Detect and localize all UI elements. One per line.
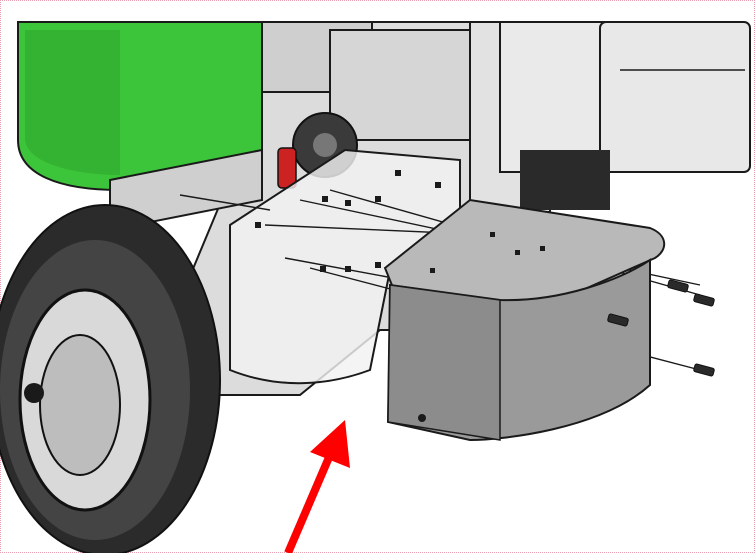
wheel (0, 204, 221, 553)
bolts (607, 279, 715, 377)
basket-part (383, 198, 666, 442)
green-body (17, 21, 263, 232)
callout-arrow (284, 420, 350, 553)
